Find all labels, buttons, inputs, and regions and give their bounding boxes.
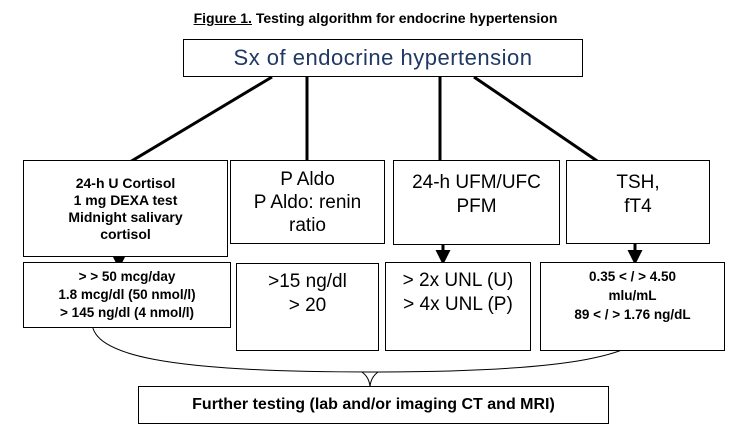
- threshold-line: > 2x UNL (U): [402, 270, 514, 291]
- threshold-box-cortisol: > > 50 mcg/day 1.8 mcg/dl (50 nmol/l) > …: [23, 262, 231, 328]
- threshold-box-ufm: > 2x UNL (U) > 4x UNL (P): [385, 262, 531, 351]
- threshold-line: >15 ng/dl: [268, 271, 347, 292]
- test-line: 24-h UFM/UFC: [412, 172, 541, 193]
- further-testing-box: Further testing (lab and/or imaging CT a…: [138, 386, 609, 424]
- test-line: Midnight salivary: [68, 208, 183, 225]
- figure-title-text: Testing algorithm for endocrine hyperten…: [251, 10, 558, 26]
- test-line: fT4: [624, 196, 652, 217]
- threshold-line: 0.35 < / > 4.50: [588, 269, 677, 284]
- test-line: ratio: [289, 214, 326, 236]
- test-line: PFM: [456, 196, 497, 217]
- threshold-line: > > 50 mcg/day: [78, 269, 176, 284]
- symptom-box: Sx of endocrine hypertension: [183, 39, 583, 77]
- threshold-line: > 4x UNL (P): [403, 294, 513, 315]
- further-testing-text: Further testing (lab and/or imaging CT a…: [192, 396, 555, 413]
- arrow-to-cortisol-test: [119, 75, 273, 170]
- symptom-text: Sx of endocrine hypertension: [233, 45, 533, 70]
- threshold-line: > 145 ng/dl (4 nmol/l): [60, 305, 194, 320]
- figure-title: Figure 1. Testing algorithm for endocrin…: [0, 10, 751, 26]
- test-line: P Aldo: [280, 168, 335, 190]
- figure-label: Figure 1.: [193, 10, 252, 26]
- threshold-line: > 20: [288, 295, 327, 316]
- test-box-ufm: 24-h UFM/UFC PFM: [393, 160, 560, 245]
- threshold-line: 89 < / > 1.76 ng/dL: [574, 307, 691, 322]
- threshold-box-aldo: >15 ng/dl > 20: [236, 263, 379, 351]
- test-line: 24-h U Cortisol: [75, 174, 176, 191]
- test-line: cortisol: [100, 225, 151, 242]
- test-box-cortisol: 24-h U Cortisol 1 mg DEXA test Midnight …: [23, 160, 228, 257]
- threshold-line: mlu/mL: [608, 288, 657, 303]
- test-line: P Aldo: renin: [253, 191, 362, 213]
- test-line: 1 mg DEXA test: [73, 191, 178, 208]
- threshold-box-tsh: 0.35 < / > 4.50 mlu/mL 89 < / > 1.76 ng/…: [540, 262, 725, 351]
- threshold-line: 1.8 mcg/dl (50 nmol/l): [58, 287, 196, 302]
- test-box-aldo: P Aldo P Aldo: renin ratio: [230, 160, 385, 244]
- test-line: TSH,: [616, 172, 660, 193]
- test-box-tsh: TSH, fT4: [566, 160, 710, 244]
